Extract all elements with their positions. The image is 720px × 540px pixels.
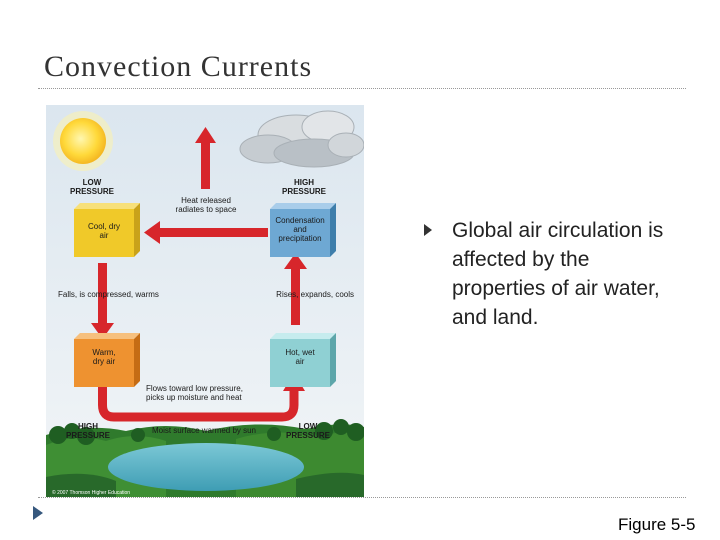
arrow-right-up-head (284, 253, 307, 269)
slide-title: Convection Currents (44, 50, 313, 83)
arrow-right-up (291, 267, 300, 325)
lake (108, 443, 304, 491)
bullet-arrow-icon (424, 224, 432, 236)
bullet-text: Global air circulation is affected by th… (452, 219, 664, 329)
slide-marker-icon (33, 506, 43, 520)
label-moist-surface: Moist surface warmed by sun (152, 426, 256, 435)
footer-divider (38, 497, 686, 498)
label-warm-dry-air: Warm,dry air (92, 348, 115, 366)
arrow-left-down-head (91, 323, 114, 339)
sun-icon (53, 111, 113, 171)
title-divider (38, 88, 686, 89)
box-condensation (270, 203, 336, 257)
arrow-left-down (98, 263, 107, 325)
arrow-to-space-head (195, 127, 216, 143)
box-hot-wet (270, 333, 336, 387)
label-falls: Falls, is compressed, warms (58, 290, 159, 299)
arrow-to-space (201, 141, 210, 189)
bullet-list: Global air circulation is affected by th… (418, 216, 698, 332)
label-copyright: © 2007 Thomson Higher Education (52, 489, 130, 496)
box-warm-dry (74, 333, 140, 387)
label-flows: Flows toward low pressure,picks up moist… (146, 384, 243, 402)
label-rises: Rises, expands, cools (276, 290, 354, 299)
landscape (46, 419, 364, 497)
arrow-bottom (98, 373, 299, 422)
box-cool-dry (74, 203, 140, 257)
figure-caption: Figure 5-5 (618, 515, 696, 534)
cloud-icon (239, 110, 364, 168)
arrow-top-head (144, 221, 160, 244)
arrow-top (158, 228, 268, 237)
